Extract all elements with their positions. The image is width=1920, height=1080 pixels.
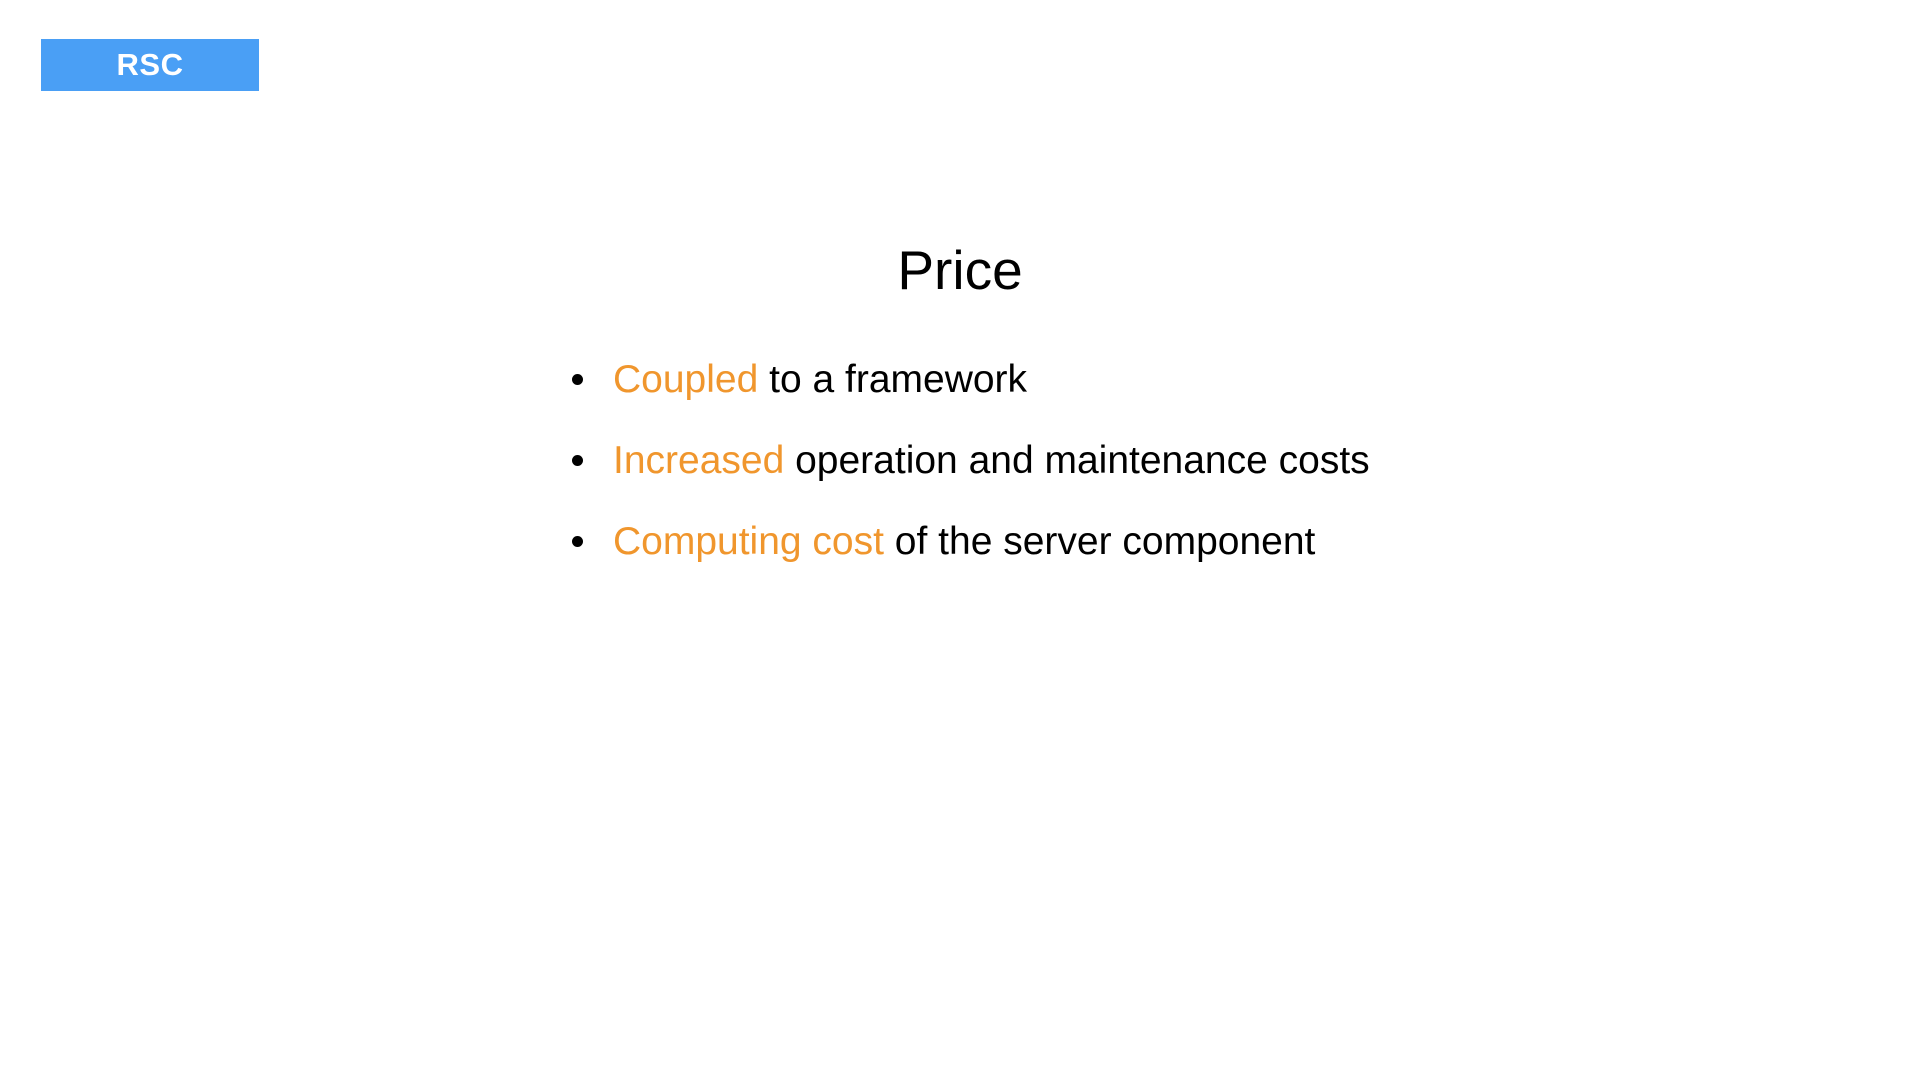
bullet-highlight: Computing cost — [613, 520, 884, 563]
slide-title: Price — [897, 238, 1023, 301]
bullet-dot-icon — [572, 455, 583, 466]
bullet-item: Increased operation and maintenance cost… — [568, 433, 1370, 514]
section-tag: RSC — [41, 39, 259, 91]
bullet-text: to a framework — [758, 358, 1028, 401]
bullet-highlight: Coupled — [613, 358, 759, 401]
bullet-list: Coupled to a framework Increased operati… — [568, 352, 1370, 595]
bullet-dot-icon — [572, 536, 583, 547]
bullet-dot-icon — [572, 374, 583, 385]
bullet-text: operation and maintenance costs — [784, 439, 1370, 482]
bullet-text: of the server component — [883, 520, 1316, 563]
bullet-item: Coupled to a framework — [568, 352, 1370, 433]
bullet-item: Computing cost of the server component — [568, 514, 1370, 595]
bullet-highlight: Increased — [613, 439, 785, 482]
